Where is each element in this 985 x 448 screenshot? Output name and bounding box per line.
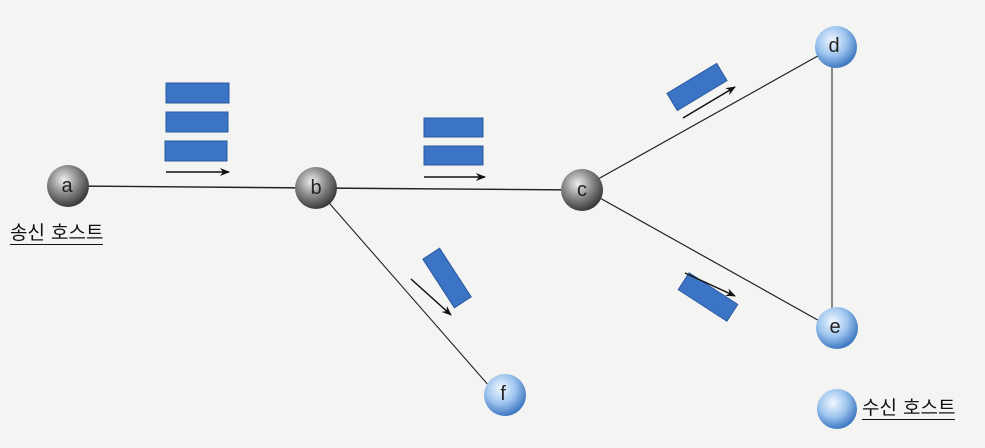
packet — [422, 247, 472, 309]
node-f-label: f — [500, 383, 506, 405]
packet — [164, 140, 228, 162]
receiver-legend-icon — [817, 389, 857, 429]
node-a-label: a — [61, 175, 73, 197]
packet — [423, 145, 484, 166]
node-e-label: e — [829, 316, 840, 338]
packet — [666, 62, 728, 112]
node-d: d — [815, 26, 857, 68]
packet — [677, 272, 739, 322]
direction-arrow — [410, 278, 452, 316]
packet — [165, 82, 230, 104]
direction-arrow — [684, 272, 736, 297]
node-c-label: c — [577, 179, 587, 201]
sender-host-label: 송신 호스트 — [10, 222, 104, 245]
node-a: a — [47, 165, 89, 207]
node-b-label: b — [310, 177, 321, 199]
link-b-f — [315, 187, 498, 396]
node-c: c — [561, 169, 603, 211]
direction-arrow — [682, 86, 736, 119]
receiver-host-legend-label: 수신 호스트 — [862, 397, 956, 420]
link-a-b — [67, 185, 317, 189]
link-c-e — [581, 187, 833, 329]
node-b: b — [295, 167, 337, 209]
node-f: f — [484, 374, 526, 416]
node-e: e — [816, 307, 858, 349]
node-d-label: d — [828, 35, 839, 57]
link-c-d — [581, 47, 833, 189]
packet — [165, 111, 229, 133]
packet — [423, 117, 484, 138]
link-b-c — [315, 187, 583, 191]
